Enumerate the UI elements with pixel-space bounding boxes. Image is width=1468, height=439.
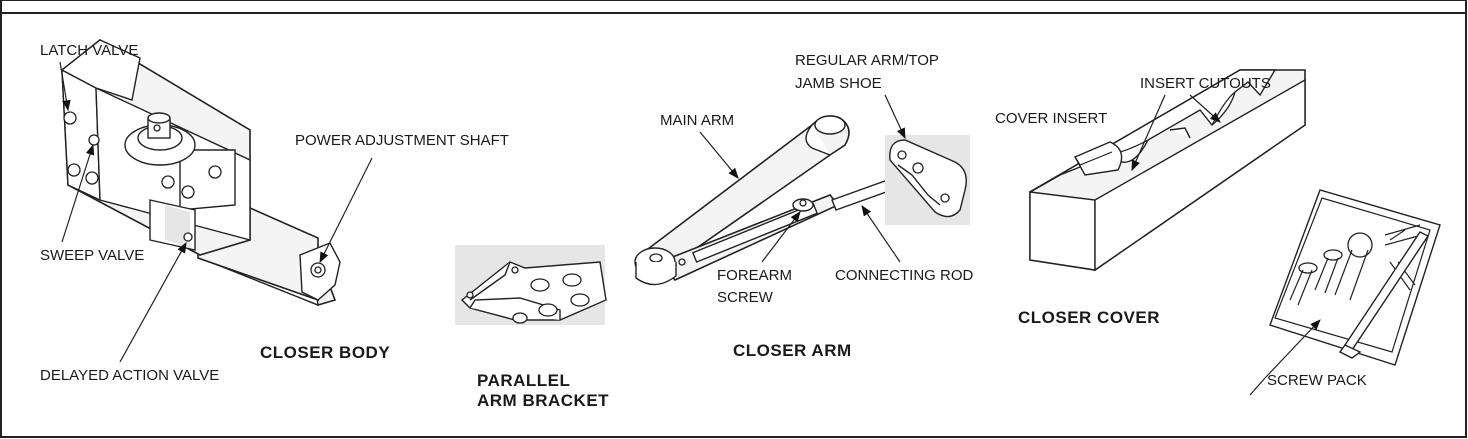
regular-arm-leader — [884, 94, 906, 139]
parallel-arm-bracket-caption-line1: PARALLEL — [477, 371, 570, 390]
parallel-arm-bracket-illustration — [455, 245, 607, 325]
delayed-action-valve-leader — [119, 242, 187, 363]
sweep-valve-label: SWEEP VALVE — [40, 247, 144, 264]
sweep-valve-leader — [61, 143, 95, 243]
forearm-screw-label-line2: SCREW — [717, 289, 774, 306]
main-arm-label: MAIN ARM — [660, 112, 734, 129]
connecting-rod-leader — [861, 205, 901, 263]
closer-body-caption: CLOSER BODY — [260, 343, 390, 362]
main-arm-leader — [699, 131, 739, 179]
closer-body-illustration — [60, 39, 341, 307]
regular-arm-label-line2: JAMB SHOE — [795, 75, 882, 92]
power-adjustment-shaft-leader — [319, 157, 373, 263]
regular-arm-label-line1: REGULAR ARM/TOP — [795, 52, 939, 69]
screw-pack-label-underline — [1249, 377, 1266, 396]
delayed-action-valve-label: DELAYED ACTION VALVE — [40, 367, 219, 384]
connecting-rod-label: CONNECTING ROD — [835, 267, 974, 284]
closer-arm-illustration — [634, 115, 970, 286]
power-adjustment-shaft-label: POWER ADJUSTMENT SHAFT — [295, 132, 509, 149]
closer-cover-illustration — [1029, 69, 1306, 272]
closer-arm-caption: CLOSER ARM — [733, 341, 852, 360]
screw-pack-leader — [1264, 319, 1321, 379]
forearm-screw-leader — [761, 211, 801, 263]
closer-cover-caption: CLOSER COVER — [1018, 308, 1160, 327]
screw-pack-label: SCREW PACK — [1267, 372, 1367, 389]
latch-valve-label: LATCH VALVE — [40, 42, 138, 59]
forearm-screw-label-line1: FOREARM — [717, 267, 792, 284]
screw-pack-illustration — [1269, 189, 1441, 366]
insert-cutouts-label: INSERT CUTOUTS — [1140, 75, 1271, 92]
parallel-arm-bracket-caption-line2: ARM BRACKET — [477, 391, 609, 410]
insert-cutouts-leader-left — [1131, 94, 1166, 171]
latch-valve-leader — [59, 61, 71, 112]
insert-cutouts-leader-right — [1189, 94, 1221, 123]
cover-insert-label: COVER INSERT — [995, 110, 1107, 127]
